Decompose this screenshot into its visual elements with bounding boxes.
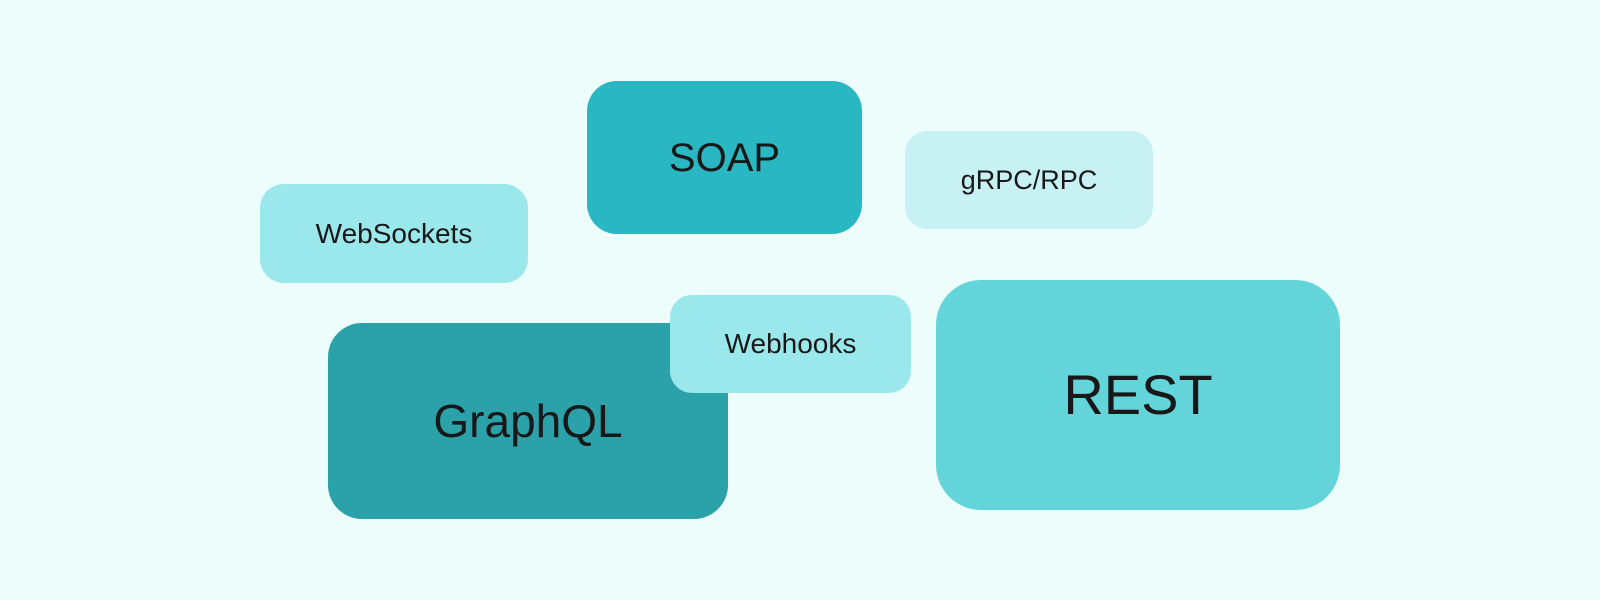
node-graphql[interactable]: GraphQL xyxy=(328,323,728,519)
node-grpc-rpc[interactable]: gRPC/RPC xyxy=(905,131,1153,229)
node-soap[interactable]: SOAP xyxy=(587,81,862,234)
node-rest[interactable]: REST xyxy=(936,280,1340,510)
node-webhooks[interactable]: Webhooks xyxy=(670,295,911,393)
node-websockets[interactable]: WebSockets xyxy=(260,184,528,283)
